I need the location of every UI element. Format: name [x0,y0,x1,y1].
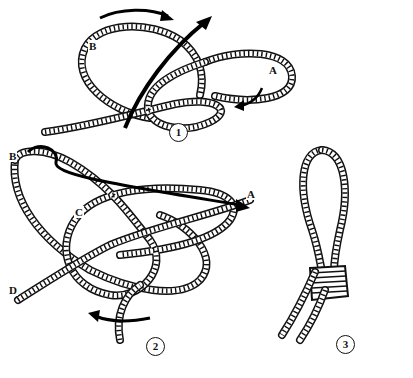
rope-end-letter: C [74,206,84,218]
rope-end-letter: B [8,150,17,162]
rope-figure-2 [14,147,250,340]
step-number-circle: 3 [336,335,355,354]
step-number-circle: 1 [169,123,188,142]
step-number: 1 [176,127,182,138]
rope-figure-3 [282,150,348,340]
rope-end-letter: B [88,40,97,52]
rope-figure-1 [45,10,292,132]
rope-end-letter: D [8,284,18,296]
step-number: 2 [153,341,159,352]
rope-end-letter: A [246,188,256,200]
step-number: 3 [343,339,349,350]
step-number-circle: 2 [146,337,165,356]
rope-end-letter: A [268,64,278,76]
